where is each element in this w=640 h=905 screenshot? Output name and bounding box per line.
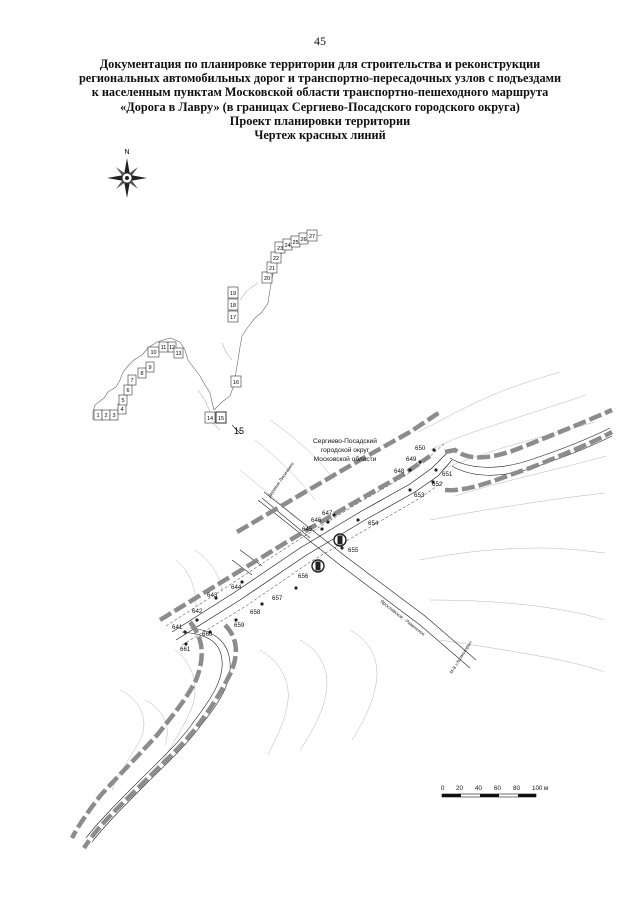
point-label-659: 659 [234, 622, 245, 629]
scale-tick-60: 60 [494, 785, 501, 792]
compass-rose-icon: N [107, 149, 147, 198]
point-marker [408, 488, 412, 492]
point-label-660: 660 [202, 631, 213, 638]
sheet-label-2: 2 [104, 413, 107, 419]
point-label-652: 652 [432, 481, 443, 488]
sheet-label-11: 11 [161, 345, 167, 351]
point-marker [184, 642, 188, 646]
sheet-label-23: 23 [277, 246, 283, 252]
sheet-label-10: 10 [150, 350, 156, 356]
point-marker [208, 630, 212, 634]
sheet-label-13: 13 [175, 351, 181, 357]
point-marker [183, 630, 187, 634]
point-marker [408, 468, 412, 472]
sheet-label-9: 9 [148, 365, 151, 371]
region-label-line-2: городской округ [321, 446, 370, 454]
title-line-6: Чертеж красных линий [254, 128, 386, 143]
point-markers [183, 448, 438, 646]
street-label-upper: Деревня Лисичкино [267, 461, 295, 499]
scale-tick-100: 100 м [532, 785, 548, 792]
point-label-649: 649 [406, 456, 417, 463]
sheet-label-14: 14 [207, 416, 213, 422]
title-line-1: Документация по планировке территории дл… [99, 57, 541, 71]
point-marker [418, 460, 422, 464]
point-label-646: 646 [311, 517, 322, 524]
sheet-label-27: 27 [309, 234, 315, 240]
point-marker [432, 448, 436, 452]
sheet-label-19: 19 [230, 291, 236, 297]
document-title: Документация по планировке территории дл… [40, 57, 600, 142]
sheet-label-26: 26 [300, 237, 306, 243]
sheet-label-22: 22 [273, 256, 279, 262]
point-label-658: 658 [250, 609, 261, 616]
point-marker [431, 480, 435, 484]
point-marker [356, 518, 360, 522]
page-number: 45 [314, 34, 326, 48]
point-label-655: 655 [348, 547, 359, 554]
sheet-label-25: 25 [292, 240, 298, 246]
sheet-label-20: 20 [264, 276, 270, 282]
index-map: 1 2 3 4 5 6 7 8 9 10 11 12 13 1 [92, 229, 323, 436]
point-label-653: 653 [414, 492, 425, 499]
point-label-648: 648 [394, 468, 405, 475]
sheet-label-12: 12 [169, 345, 175, 351]
sheet-label-8: 8 [140, 371, 143, 377]
point-label-645: 645 [302, 526, 313, 533]
compass-north-label: N [124, 149, 129, 156]
sheet-label-3: 3 [112, 413, 115, 419]
current-sheet-label: 15 [234, 426, 244, 436]
street-label-lower: Ярославское - Раменское [379, 599, 426, 637]
scale-tick-0: 0 [441, 785, 445, 792]
title-line-4: «Дорога в Лавру» (в границах Сергиево-По… [120, 99, 520, 114]
scale-tick-80: 80 [513, 785, 520, 792]
point-marker [320, 527, 324, 531]
sheet-label-7: 7 [130, 378, 133, 384]
point-marker [195, 618, 199, 622]
scale-tick-40: 40 [475, 785, 482, 792]
scale-bar: 0 20 40 60 80 100 м [441, 785, 548, 798]
point-label-656: 656 [298, 573, 309, 580]
title-line-5: Проект планировки территории [229, 113, 411, 128]
point-marker [294, 586, 298, 590]
point-marker [434, 468, 438, 472]
point-label-643: 643 [207, 592, 218, 599]
point-marker [340, 546, 344, 550]
title-line-2: региональных автомобильных дорог и транс… [78, 71, 562, 86]
sheet-label-16: 16 [233, 380, 239, 386]
sheet-label-1: 1 [96, 413, 99, 419]
point-label-644: 644 [231, 584, 242, 591]
sheet-label-15: 15 [218, 416, 224, 422]
region-label-line-1: Сергиево-Посадский [313, 437, 377, 445]
point-label-641: 641 [172, 624, 183, 631]
traffic-light-icon [311, 533, 347, 573]
point-label-654: 654 [368, 520, 379, 527]
point-marker [234, 618, 238, 622]
point-marker [326, 520, 330, 524]
point-label-657: 657 [272, 595, 283, 602]
sheet-label-21: 21 [269, 266, 275, 272]
point-label-651: 651 [442, 471, 453, 478]
scale-tick-20: 20 [456, 785, 463, 792]
sheet-label-6: 6 [126, 388, 129, 394]
point-label-647: 647 [322, 510, 333, 517]
street-label-highway: М-8 «Холмогоры» [449, 639, 474, 674]
sheet-label-24: 24 [284, 243, 290, 249]
point-label-642: 642 [192, 608, 203, 615]
region-label-line-3: Московской области [314, 455, 377, 463]
point-marker [332, 513, 336, 517]
point-marker [214, 596, 218, 600]
title-line-3: к населенным пунктам Московской области … [91, 85, 549, 100]
sheet-label-18: 18 [230, 303, 236, 309]
sheet-label-4: 4 [120, 407, 123, 413]
sheet-label-5: 5 [121, 398, 124, 404]
red-lines [69, 407, 614, 850]
point-marker [240, 580, 244, 584]
main-road [85, 427, 613, 843]
sheet-label-17: 17 [230, 315, 236, 321]
point-label-661: 661 [180, 646, 191, 653]
point-label-650: 650 [415, 445, 426, 452]
point-marker [260, 602, 264, 606]
terrain-contours [111, 371, 607, 791]
